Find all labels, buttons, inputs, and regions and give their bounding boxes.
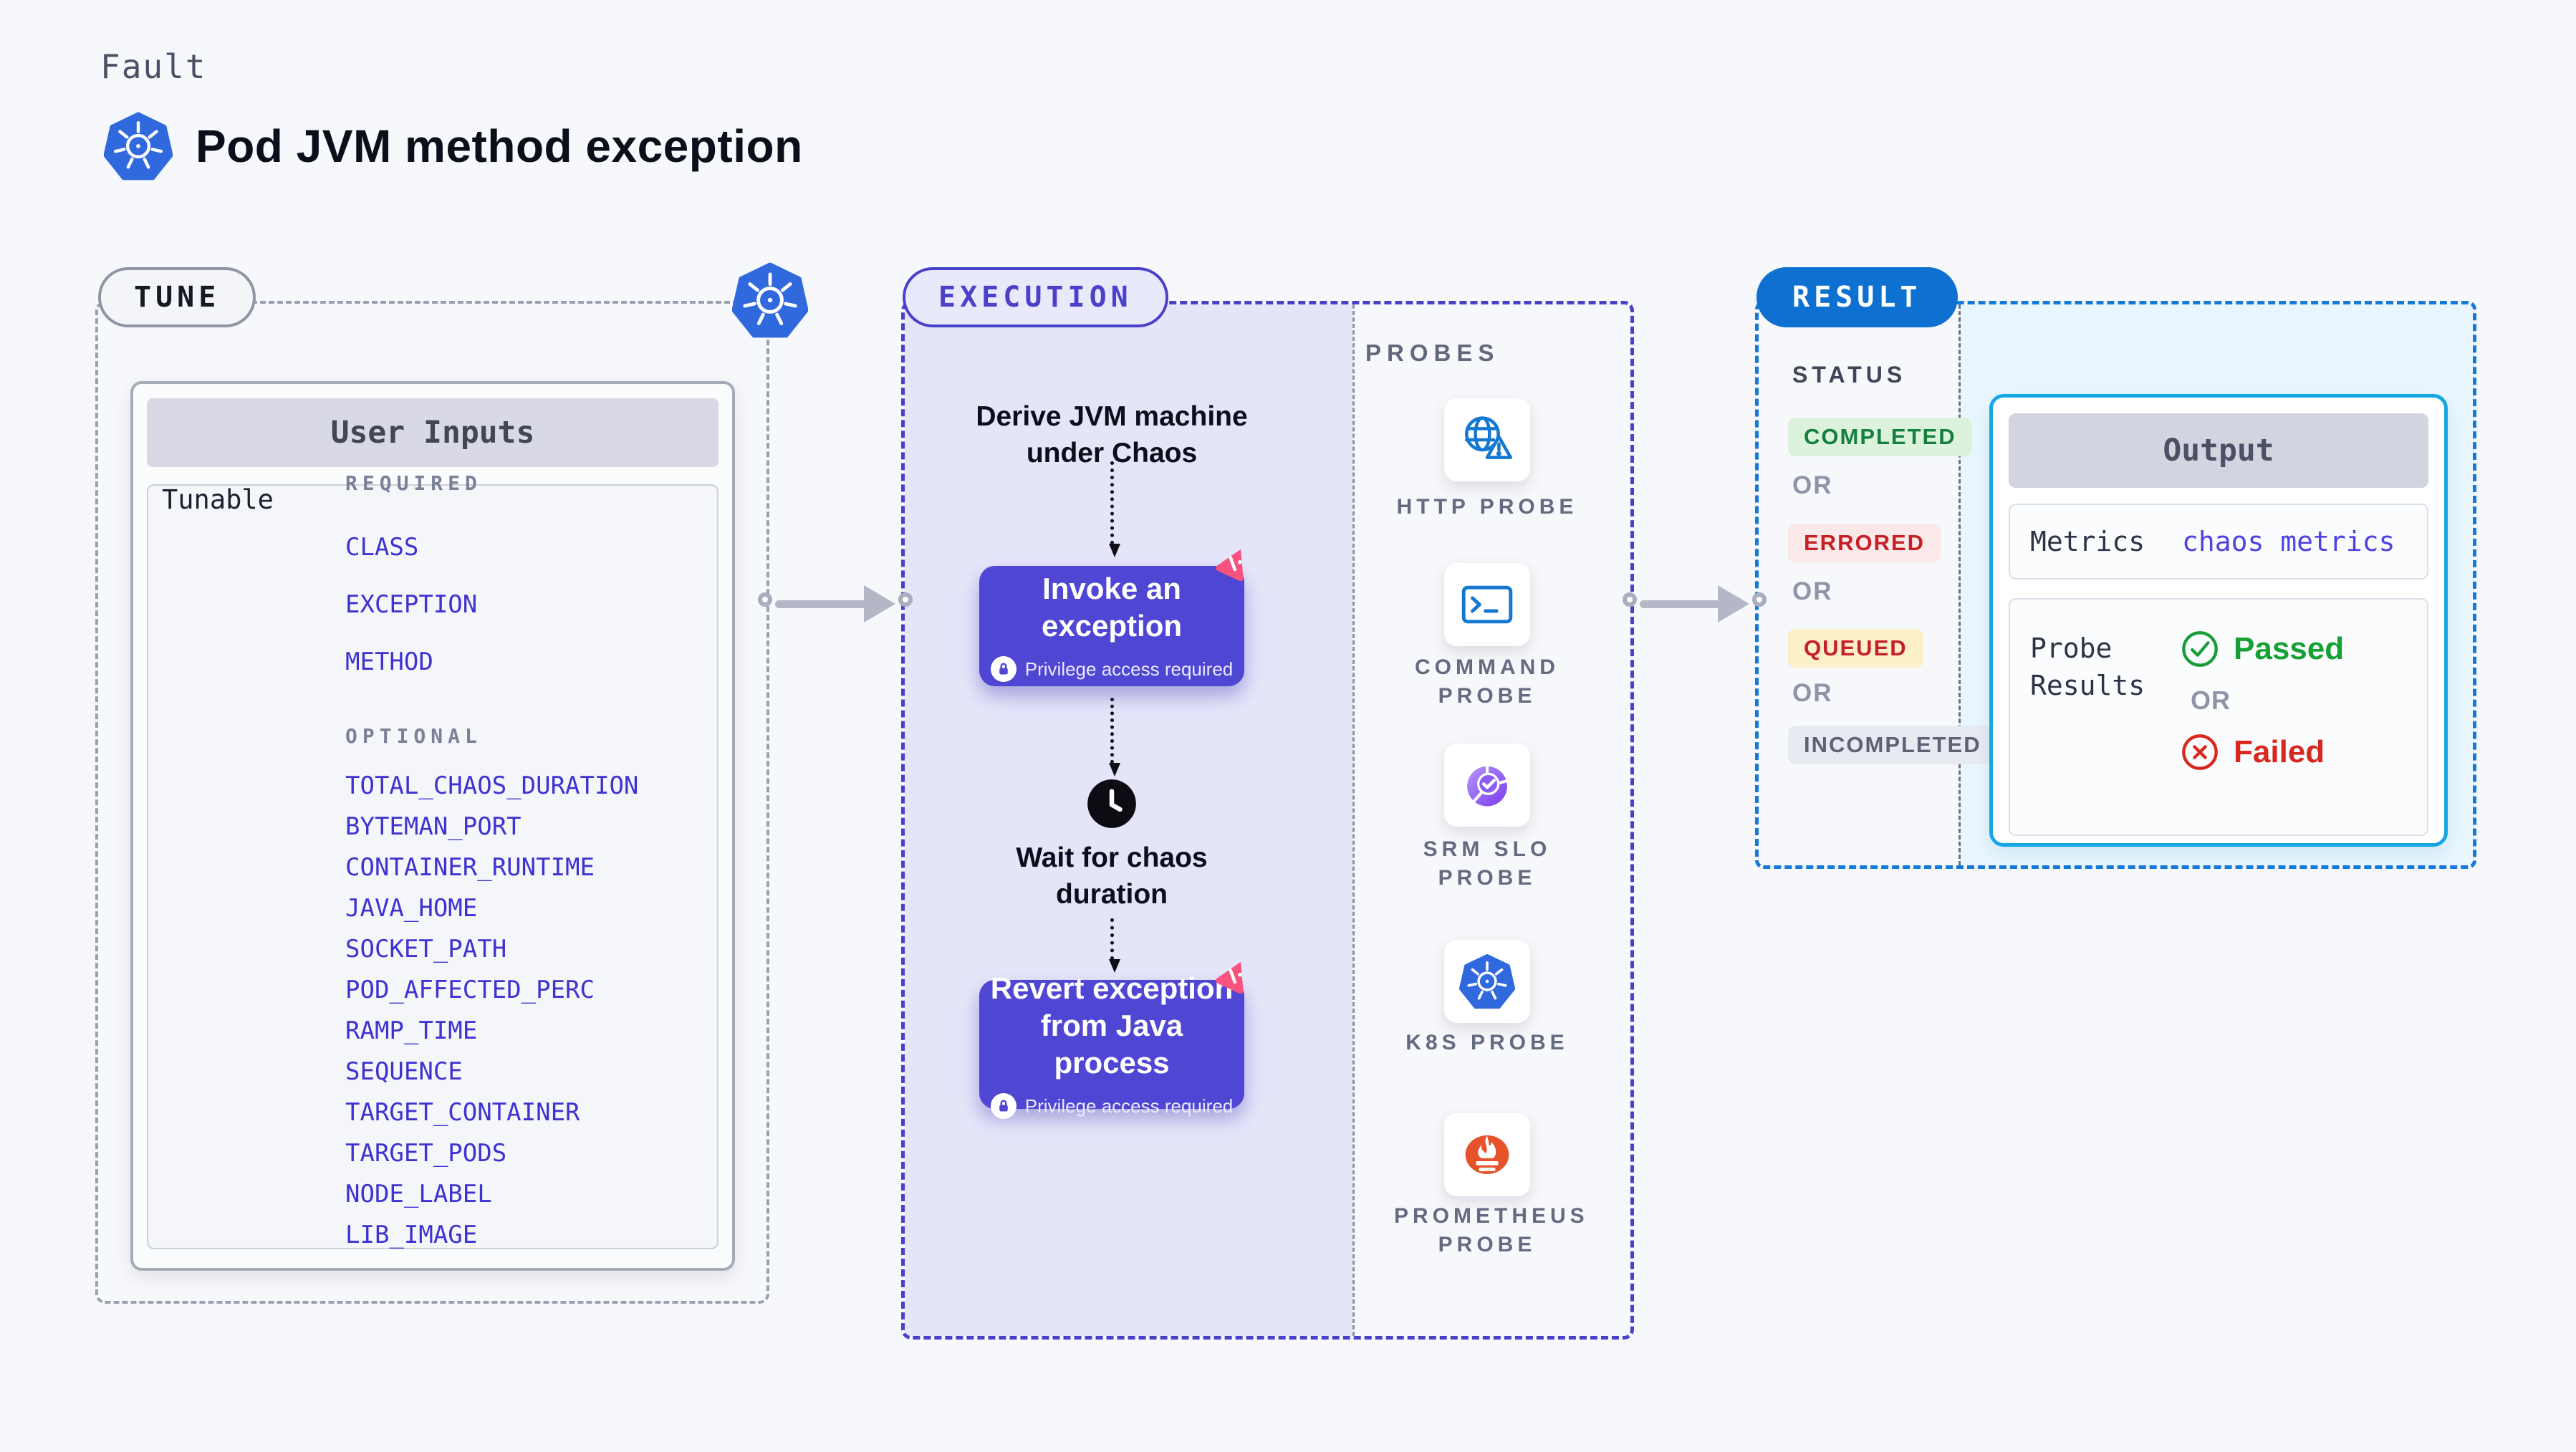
tunables-list-panel: [147, 484, 719, 1249]
privilege-note: Privilege access required: [990, 1093, 1233, 1119]
privilege-note: Privilege access required: [990, 656, 1233, 682]
prometheus-icon: [1465, 1135, 1509, 1175]
tunable-item[interactable]: TOTAL_CHAOS_DURATION: [345, 771, 639, 800]
srm-slo-probe-card[interactable]: [1444, 744, 1530, 827]
tunable-item[interactable]: LIB_IMAGE: [345, 1221, 478, 1249]
tunable-item[interactable]: TARGET_CONTAINER: [345, 1098, 580, 1127]
or-label: OR: [1792, 577, 1833, 605]
optional-section-label: OPTIONAL: [345, 724, 482, 748]
failed-line: Failed: [2181, 733, 2344, 771]
passed-line: Passed: [2181, 630, 2344, 668]
output-header: Output: [2009, 413, 2428, 488]
probe-label: PROMETHEUS PROBE: [1394, 1204, 1589, 1256]
tunable-item[interactable]: POD_AFFECTED_PERC: [345, 976, 595, 1004]
or-label: OR: [1792, 471, 1833, 499]
page-title: Pod JVM method exception: [196, 120, 803, 172]
status-badge-errored: ERRORED: [1788, 524, 1941, 562]
execution-step-wait: Wait for chaos duration: [1016, 842, 1208, 910]
user-inputs-card: User Inputs Tunable REQUIRED CLASS EXCEP…: [130, 381, 735, 1271]
status-label: STATUS: [1792, 362, 1907, 388]
tunable-item[interactable]: CONTAINER_RUNTIME: [345, 853, 595, 882]
probe-label: SRM SLO PROBE: [1423, 837, 1552, 890]
probes-label: PROBES: [1365, 340, 1500, 366]
status-badge-incompleted: INCOMPLETED: [1788, 726, 1997, 764]
execution-pill: EXECUTION: [903, 267, 1168, 327]
fault-kicker: Fault: [100, 47, 207, 86]
command-probe-card[interactable]: [1444, 563, 1530, 646]
tunable-item[interactable]: TARGET_PODS: [345, 1139, 507, 1168]
lock-icon: [990, 656, 1017, 682]
metrics-value-link[interactable]: chaos metrics: [2182, 526, 2395, 557]
invoke-exception-button[interactable]: Invoke an exception Privilege access req…: [979, 566, 1244, 686]
execution-step-derive: Derive JVM machine under Chaos: [976, 401, 1248, 468]
tunable-item[interactable]: JAVA_HOME: [345, 894, 478, 923]
probe-label: K8S PROBE: [1405, 1031, 1569, 1054]
tunable-item[interactable]: SEQUENCE: [345, 1057, 463, 1086]
litmus-chaos-icon: [1215, 961, 1244, 994]
globe-alert-icon: [1465, 416, 1513, 459]
tunable-item[interactable]: RAMP_TIME: [345, 1016, 478, 1045]
litmus-chaos-icon: [1215, 549, 1244, 582]
tunable-item[interactable]: NODE_LABEL: [345, 1180, 492, 1208]
or-label: OR: [1792, 679, 1833, 707]
probe-label: COMMAND PROBE: [1415, 655, 1559, 708]
tune-to-execution-arrow: [758, 585, 913, 622]
metrics-label: Metrics: [2030, 526, 2145, 557]
x-circle-icon: [2182, 734, 2218, 770]
kubernetes-icon: [1458, 953, 1516, 1009]
k8s-probe-card[interactable]: [1444, 940, 1530, 1023]
slo-donut-check-icon: [1467, 765, 1507, 807]
metrics-row: Metrics chaos metrics: [2009, 504, 2428, 580]
probes-lane: [1352, 304, 1630, 1336]
title-row: Pod JVM method exception: [104, 112, 803, 181]
or-label: OR: [2191, 686, 2231, 715]
output-box: Output Metrics chaos metrics Probe Resul…: [1989, 394, 2448, 847]
result-pill: RESULT: [1756, 267, 1958, 327]
tune-section-box: [95, 301, 769, 1304]
probe-results-label: Probe Results: [2030, 633, 2145, 701]
prometheus-probe-card[interactable]: [1444, 1113, 1530, 1196]
probe-label: HTTP PROBE: [1396, 495, 1578, 519]
flow-arrow-down-icon: [1109, 698, 1120, 777]
lock-icon: [990, 1093, 1017, 1119]
tunable-item[interactable]: CLASS: [345, 533, 419, 562]
invoke-exception-label: Invoke an exception: [1041, 572, 1183, 643]
http-probe-card[interactable]: [1444, 398, 1530, 481]
probes-to-result-arrow: [1623, 585, 1767, 622]
flow-arrow-down-icon: [1109, 918, 1120, 973]
kubernetes-icon: [104, 112, 173, 181]
required-section-label: REQUIRED: [345, 471, 482, 495]
tunables-column: REQUIRED CLASS EXCEPTION METHOD OPTIONAL…: [345, 471, 638, 1264]
probe-results-row: Probe Results Passed OR Failed: [2009, 598, 2428, 836]
tune-pill: TUNE: [98, 267, 256, 327]
clock-icon: [1087, 779, 1136, 828]
status-badge-completed: COMPLETED: [1788, 418, 1972, 456]
tunable-item[interactable]: EXCEPTION: [345, 590, 478, 619]
user-inputs-header: User Inputs: [147, 398, 719, 467]
tunable-item[interactable]: SOCKET_PATH: [345, 935, 507, 963]
tunable-row-label: Tunable: [162, 484, 274, 515]
status-badge-queued: QUEUED: [1788, 629, 1923, 668]
flow-arrow-down-icon: [1109, 461, 1120, 557]
tunable-item[interactable]: BYTEMAN_PORT: [345, 812, 522, 841]
terminal-icon: [1461, 585, 1513, 624]
check-circle-icon: [2182, 631, 2218, 667]
kubernetes-icon: [732, 262, 808, 338]
revert-exception-label: Revert exception from Java process: [990, 971, 1234, 1080]
revert-exception-button[interactable]: Revert exception from Java process Privi…: [979, 971, 1244, 1119]
tunable-item[interactable]: METHOD: [345, 648, 433, 676]
